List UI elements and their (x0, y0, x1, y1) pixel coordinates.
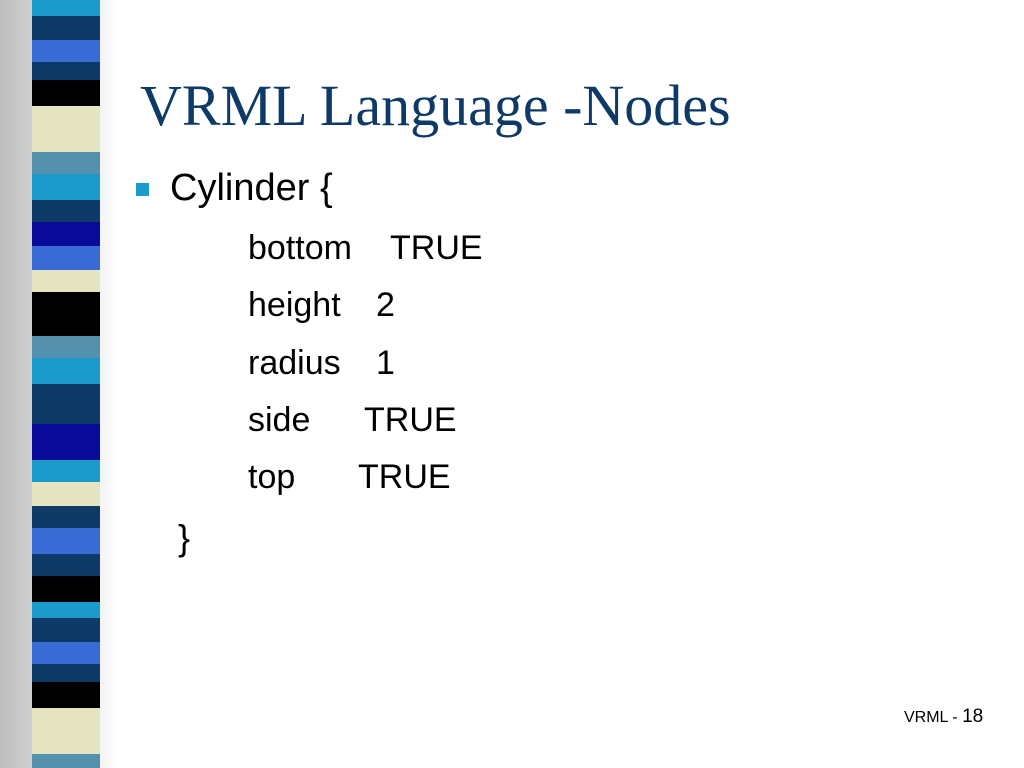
field-line: bottom TRUE (248, 229, 483, 267)
field-name: side (248, 401, 311, 439)
square-bullet-icon (136, 183, 149, 196)
band-stripe (32, 482, 100, 506)
band-stripe (32, 528, 100, 554)
field-name: height (248, 286, 341, 324)
band-stripe (32, 40, 100, 62)
band-stripe (32, 554, 100, 576)
band-stripe (32, 708, 100, 728)
band-stripe (32, 246, 100, 270)
band-stripe (32, 728, 100, 754)
field-line: top TRUE (248, 458, 451, 496)
field-value: TRUE (390, 229, 483, 267)
band-stripe (32, 222, 100, 246)
band-stripe (32, 384, 100, 424)
band-stripe (32, 664, 100, 682)
band-stripe (32, 576, 100, 602)
decorative-striped-band (32, 0, 100, 768)
field-line: radius 1 (248, 344, 395, 382)
field-line: side TRUE (248, 401, 457, 439)
field-value: 2 (376, 286, 395, 324)
band-stripe (32, 424, 100, 460)
field-name: top (248, 458, 296, 496)
band-stripe (32, 754, 100, 768)
slide-footer: VRML - 18 (904, 706, 983, 728)
band-stripe (32, 506, 100, 528)
page-number: 18 (962, 706, 984, 727)
band-stripe (32, 460, 100, 482)
footer-label: VRML - (904, 709, 963, 726)
band-stripe (32, 106, 100, 126)
band-stripe (32, 174, 100, 200)
field-value: 1 (376, 344, 395, 382)
band-stripe (32, 642, 100, 664)
field-line: height 2 (248, 286, 395, 324)
band-stripe (32, 126, 100, 152)
band-stripe (32, 62, 100, 80)
band-stripe (32, 618, 100, 642)
band-stripe (32, 358, 100, 384)
band-stripe (32, 0, 100, 16)
field-value: TRUE (358, 458, 451, 496)
slide-title: VRML Language -Nodes (140, 73, 731, 138)
closing-brace: } (178, 517, 191, 558)
band-stripe (32, 200, 100, 222)
band-stripe (32, 292, 100, 336)
field-name: radius (248, 344, 341, 382)
band-stripe (32, 270, 100, 292)
band-stripe (32, 336, 100, 358)
field-value: TRUE (364, 401, 457, 439)
field-name: bottom (248, 229, 352, 267)
band-stripe (32, 602, 100, 618)
band-stripe (32, 682, 100, 708)
band-stripe (32, 80, 100, 106)
bullet-text: Cylinder { (170, 167, 333, 209)
band-stripe (32, 152, 100, 174)
band-stripe (32, 16, 100, 40)
